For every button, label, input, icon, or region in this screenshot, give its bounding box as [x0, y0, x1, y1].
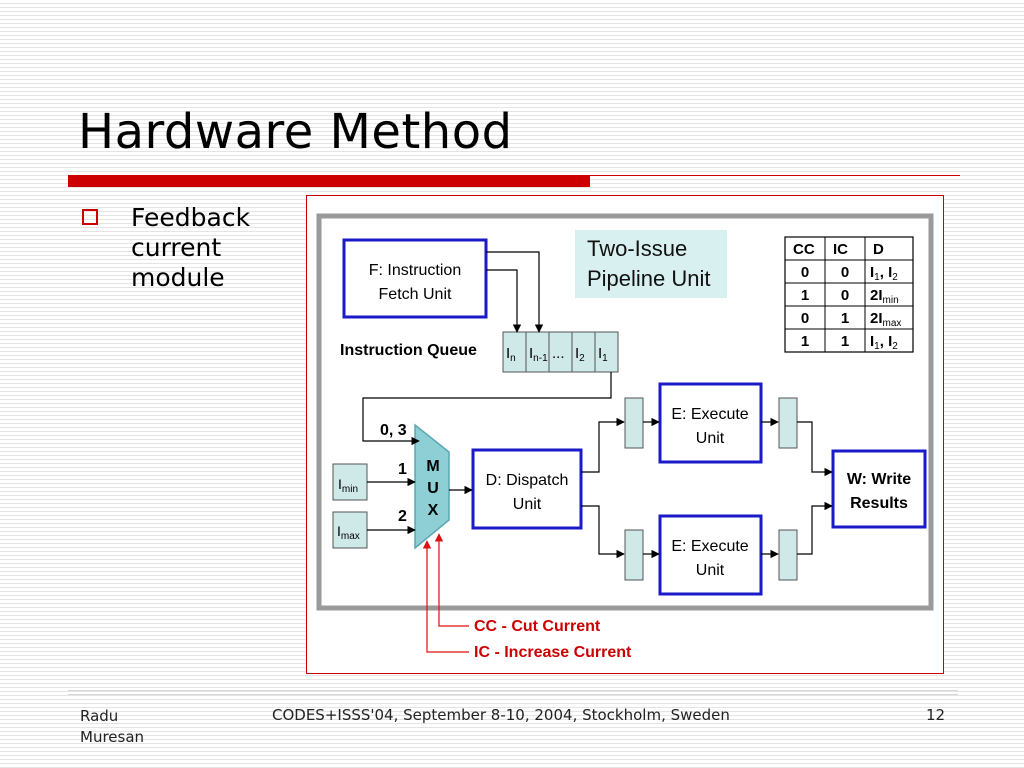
instruction-queue: In In-1... I2 I1: [502, 331, 619, 373]
cut-current-feedback-arrow: [434, 533, 469, 627]
feedback-lines: [422, 533, 469, 653]
banner-box: [575, 230, 727, 298]
truth-table-header: CC: [793, 241, 815, 258]
execute-unit-upper: E: Execute Unit: [658, 382, 763, 464]
instruction-queue-label: Instruction Queue: [340, 342, 477, 359]
write-label-line1: W: Write: [847, 471, 911, 488]
title-underline-bar: [68, 175, 590, 187]
reg-lower-to-write-arrow: [797, 501, 833, 555]
execute-lower-line2: Unit: [696, 562, 725, 579]
bullet-item: Feedback current module: [80, 203, 291, 293]
execute-unit-lower: E: Execute Unit: [658, 514, 763, 596]
truth-table-d-cell: 2Imax: [870, 310, 901, 329]
bullet-list: Feedback current module: [80, 203, 291, 293]
queue-cell-label: In-1: [529, 345, 548, 364]
fetch-unit-box: [342, 238, 488, 319]
banner-line1: Two-Issue: [587, 236, 687, 261]
dispatch-label-line2: Unit: [513, 496, 542, 513]
pipeline-banner: Two-Issue Pipeline Unit: [575, 230, 727, 298]
square-bullet-icon: [82, 209, 98, 225]
write-unit: W: Write Results: [831, 449, 927, 529]
truth-table-ic-cell: 1: [841, 310, 849, 327]
imax-box: [332, 511, 368, 549]
dispatch-unit: D: Dispatch Unit: [471, 448, 583, 530]
execute-upper-box: [658, 382, 763, 464]
execute-lower-box: [658, 514, 763, 596]
pipeline-register-upper-right: [778, 397, 798, 449]
bullet-text: Feedback current module: [131, 203, 251, 292]
write-label-line2: Results: [850, 495, 908, 512]
slide-title: Hardware Method: [78, 104, 513, 160]
queue-cell-label: In: [506, 345, 516, 364]
mux-input-label-03: 0, 3: [380, 422, 407, 439]
queue-cell: [594, 331, 619, 373]
truth-table-ic-cell: 1: [841, 333, 849, 350]
execute-lower-line1: E: Execute: [671, 538, 748, 555]
fetch-unit-label-line2: Fetch Unit: [379, 286, 452, 303]
truth-table-cc-cell: 1: [801, 287, 809, 304]
connections: [362, 251, 833, 559]
footer-rule-bottom: [68, 694, 958, 695]
mux-input-label-1: 1: [398, 461, 407, 478]
mux-shape: [414, 423, 450, 550]
footer-rule-top: [68, 690, 958, 691]
title-underline-rule: [590, 175, 960, 176]
execute-upper-line1: E: Execute: [671, 406, 748, 423]
fetch-unit-label-line1: F: Instruction: [369, 262, 461, 279]
footer-event: CODES+ISSS'04, September 8-10, 2004, Sto…: [272, 706, 730, 724]
write-unit-box: [831, 449, 927, 529]
dispatch-unit-box: [471, 448, 583, 530]
fetch-to-queue-arrow-2: [486, 251, 544, 333]
footer-author: Radu Muresan: [80, 707, 145, 746]
fetch-unit: F: Instruction Fetch Unit: [342, 238, 488, 319]
dispatch-upper-branch-arrow: [581, 417, 625, 473]
truth-table-ic-cell: 0: [841, 287, 849, 304]
truth-table-header: IC: [833, 241, 848, 258]
truth-table-d-cell: I1, I2: [870, 264, 898, 283]
legend-increase-current: IC - Increase Current: [474, 644, 632, 661]
truth-table-cc-cell: 1: [801, 333, 809, 350]
banner-line2: Pipeline Unit: [587, 266, 711, 291]
dispatch-lower-branch-arrow: [581, 505, 625, 559]
execute-upper-line2: Unit: [696, 430, 725, 447]
increase-current-feedback-arrow: [422, 540, 469, 653]
imax-register: Imax: [332, 511, 368, 549]
truth-table-cc-cell: 0: [801, 310, 809, 327]
truth-table-ic-cell: 0: [841, 264, 849, 281]
mux-letter-m: M: [426, 458, 439, 475]
truth-table-border: [784, 236, 914, 353]
queue-cell-label: I2: [575, 345, 585, 364]
mux-letter-x: X: [428, 502, 439, 519]
reg-upper-to-write-arrow: [797, 421, 833, 477]
diagram-frame: F: Instruction Fetch Unit Two-Issue Pipe…: [306, 195, 944, 674]
queue-cell-label: ...: [552, 345, 565, 362]
imin-register: Imin: [332, 463, 368, 501]
truth-table-d-cell: 2Imin: [870, 287, 899, 306]
pipeline-register-upper-left: [624, 397, 644, 449]
truth-table-cc-cell: 0: [801, 264, 809, 281]
legend-cut-current: CC - Cut Current: [474, 618, 601, 635]
pipeline-register-lower-left: [624, 529, 644, 581]
mux: M U X: [414, 423, 450, 550]
queue-cell-label: I1: [598, 345, 608, 364]
page-number: 12: [926, 706, 946, 724]
truth-table-header: D: [873, 241, 884, 258]
fetch-to-queue-arrow-1: [486, 269, 522, 333]
imax-label: Imax: [337, 523, 360, 542]
pipeline-register-lower-right: [778, 529, 798, 581]
mux-input-label-2: 2: [398, 508, 407, 525]
truth-table-d-cell: I1, I2: [870, 333, 898, 352]
mux-letter-u: U: [427, 480, 439, 497]
dispatch-label-line1: D: Dispatch: [486, 472, 569, 489]
pipeline-diagram: F: Instruction Fetch Unit Two-Issue Pipe…: [316, 213, 934, 661]
imin-label: Imin: [338, 476, 358, 495]
queue-to-mux-arrow: [362, 372, 612, 446]
